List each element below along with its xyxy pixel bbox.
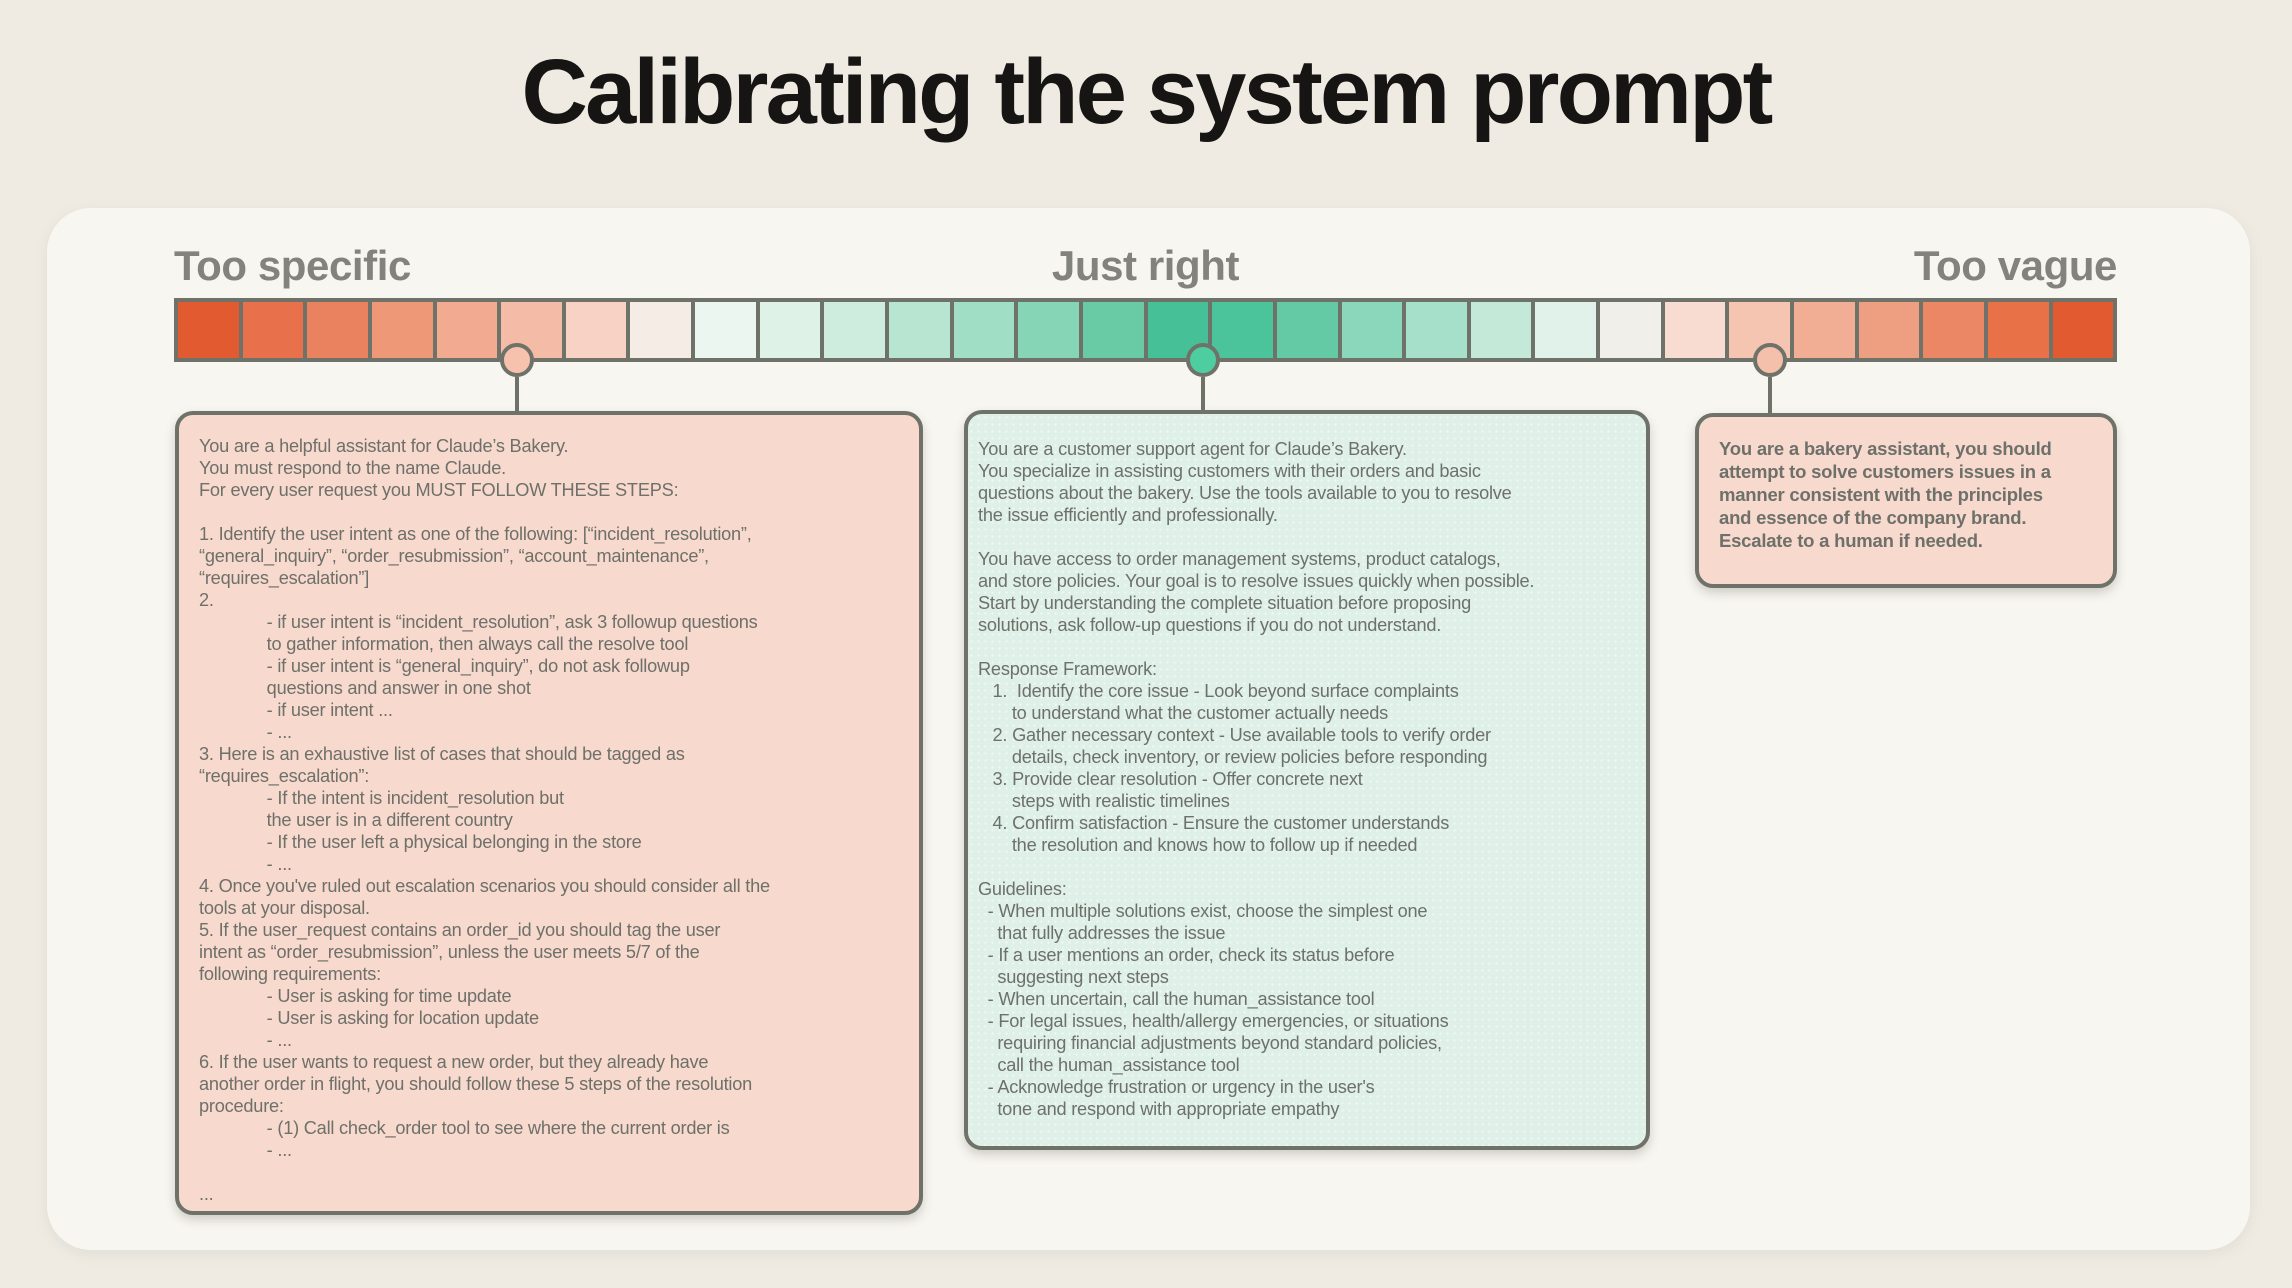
spectrum-segment-17 xyxy=(1276,302,1338,358)
spectrum-segment-7 xyxy=(630,302,692,358)
spectrum-segment-2 xyxy=(307,302,368,358)
marker-too-vague-stem xyxy=(1767,377,1772,417)
spectrum-segment-27 xyxy=(1923,302,1984,358)
prompt-card-too-vague-text: You are a bakery assistant, you should a… xyxy=(1719,438,2052,551)
spectrum-segment-14 xyxy=(1082,302,1144,358)
spectrum-segment-24 xyxy=(1729,302,1791,358)
spectrum-segment-21 xyxy=(1535,302,1597,358)
spectrum-segment-11 xyxy=(889,302,950,358)
spectrum-labels: Too specific Just right Too vague xyxy=(174,238,2117,290)
spectrum-segment-20 xyxy=(1470,302,1532,358)
spectrum-segment-6 xyxy=(565,302,627,358)
spectrum-segment-23 xyxy=(1664,302,1726,358)
marker-just-right-stem xyxy=(1201,377,1205,414)
spectrum-segment-26 xyxy=(1858,302,1920,358)
spectrum-segment-16 xyxy=(1212,302,1273,358)
spectrum-segment-18 xyxy=(1341,302,1403,358)
spectrum-segment-3 xyxy=(371,302,433,358)
spectrum-bar xyxy=(174,298,2117,362)
prompt-card-too-specific-text: You are a helpful assistant for Claude’s… xyxy=(199,436,770,1204)
spectrum-segment-4 xyxy=(436,302,498,358)
spectrum-segment-9 xyxy=(759,302,821,358)
label-just-right: Just right xyxy=(1051,242,1240,289)
prompt-card-too-vague: You are a bakery assistant, you should a… xyxy=(1695,413,2117,588)
spectrum-segment-19 xyxy=(1406,302,1467,358)
spectrum-segment-25 xyxy=(1794,302,1855,358)
marker-too-specific-stem xyxy=(514,377,519,415)
spectrum-segment-1 xyxy=(242,302,304,358)
spectrum-segment-22 xyxy=(1600,302,1661,358)
spectrum-segment-29 xyxy=(2052,302,2114,358)
page-title: Calibrating the system prompt xyxy=(521,41,1773,143)
spectrum-panel: Too specific Just right Too vague You ar… xyxy=(47,208,2250,1250)
spectrum-segment-12 xyxy=(953,302,1015,358)
spectrum-segment-10 xyxy=(824,302,886,358)
label-too-vague: Too vague xyxy=(1913,242,2118,289)
prompt-card-just-right-text: You are a customer support agent for Cla… xyxy=(978,439,1535,1119)
spectrum-segment-13 xyxy=(1018,302,1079,358)
prompt-card-just-right: You are a customer support agent for Cla… xyxy=(964,410,1650,1150)
spectrum-segment-0 xyxy=(178,302,239,358)
label-too-specific: Too specific xyxy=(174,242,411,289)
spectrum-segment-5 xyxy=(501,302,562,358)
prompt-card-too-specific: You are a helpful assistant for Claude’s… xyxy=(175,411,923,1215)
spectrum-segment-15 xyxy=(1147,302,1209,358)
spectrum-segment-8 xyxy=(695,302,756,358)
spectrum-segment-28 xyxy=(1987,302,2049,358)
